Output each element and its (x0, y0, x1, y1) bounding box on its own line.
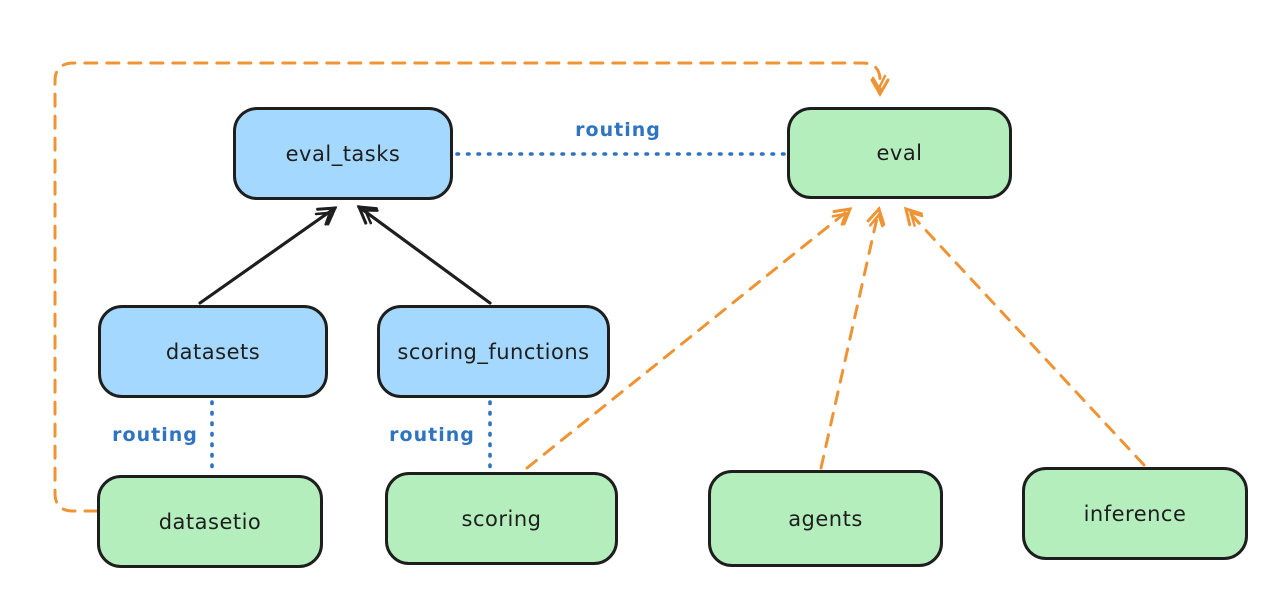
edge-agents-to-eval (819, 206, 886, 470)
node-scoring-functions: scoring_functions (377, 305, 610, 398)
edge-datasets-to-eval-tasks (198, 206, 338, 305)
node-agents-label: agents (788, 506, 863, 531)
node-datasets-label: datasets (165, 339, 261, 364)
node-inference: inference (1022, 467, 1248, 560)
node-eval: eval (787, 107, 1012, 199)
node-eval-tasks-label: eval_tasks (285, 141, 401, 166)
edge-scoring-to-eval (525, 207, 853, 470)
node-eval-label: eval (876, 141, 923, 165)
node-agents: agents (708, 470, 943, 567)
node-datasetio: datasetio (97, 475, 323, 568)
node-datasetio-label: datasetio (158, 509, 262, 534)
edge-scoring-functions-to-eval-tasks (356, 205, 492, 305)
edge-label-routing-scoring-functions-scoring: routing (389, 424, 475, 446)
edge-inference-to-eval (903, 206, 1146, 467)
edge-label-routing-datasets-datasetio: routing (112, 424, 198, 446)
edge-label-routing-eval-tasks-eval: routing (575, 119, 661, 141)
node-scoring: scoring (385, 472, 618, 565)
node-eval-tasks: eval_tasks (233, 107, 453, 200)
edge-datasetio-to-eval (53, 61, 890, 513)
node-inference-label: inference (1083, 501, 1187, 526)
node-scoring-functions-label: scoring_functions (397, 339, 590, 364)
node-datasets: datasets (98, 305, 328, 398)
node-scoring-label: scoring (461, 506, 542, 531)
